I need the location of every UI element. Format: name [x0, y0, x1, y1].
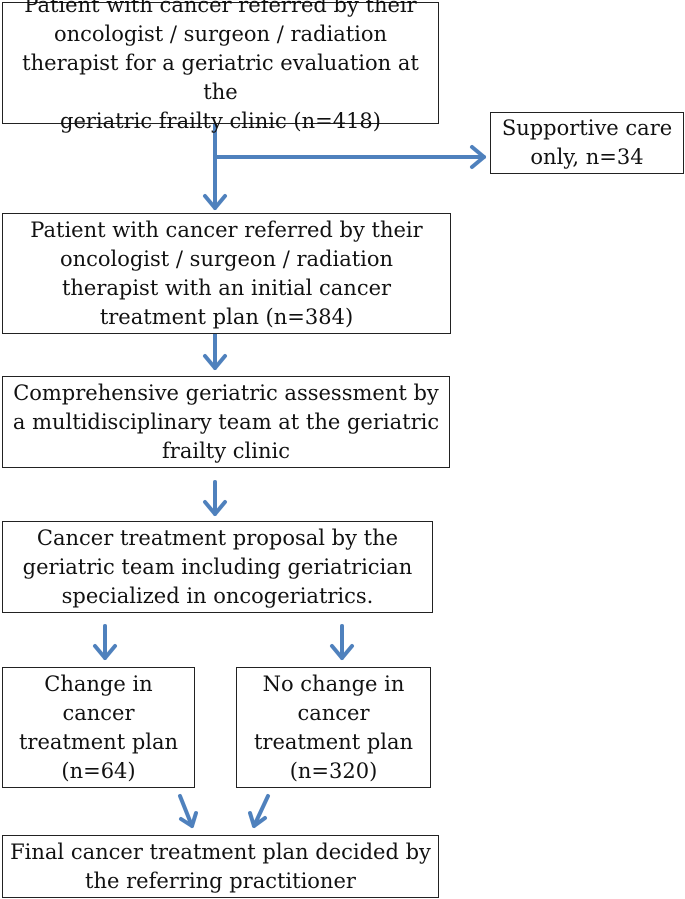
arrowhead-change [93, 644, 117, 660]
arrowhead-final-left [179, 811, 198, 828]
arrowhead-nochange [330, 644, 354, 660]
supportive-care-box: Supportive care only, n=34 [490, 112, 684, 174]
arrowhead-initial [203, 194, 227, 210]
final-plan-box: Final cancer treatment plan decided by t… [2, 835, 439, 898]
referred-text: Patient with cancer referred by their on… [22, 0, 419, 133]
initial-plan-box: Patient with cancer referred by their on… [2, 213, 451, 334]
final-plan-text: Final cancer treatment plan decided by t… [10, 839, 431, 893]
initial-plan-text: Patient with cancer referred by their on… [30, 217, 423, 329]
supportive-care-text: Supportive care only, n=34 [501, 116, 673, 169]
referred-box: Patient with cancer referred by their on… [2, 0, 439, 133]
arrowhead-assessment [203, 354, 227, 370]
proposal-box: Cancer treatment proposal by the geriatr… [2, 521, 433, 613]
arrow-nochange-to-final [252, 794, 270, 828]
change-text: Change in cancer treatment plan (n=64) [18, 671, 179, 783]
assessment-box: Comprehensive geriatric assessment by a … [2, 376, 450, 468]
no-change-box: No change in cancer treatment plan (n=32… [236, 667, 431, 788]
no-change-text: No change in cancer treatment plan (n=32… [253, 671, 414, 783]
assessment-text: Comprehensive geriatric assessment by a … [12, 380, 440, 463]
arrowhead-proposal [203, 500, 227, 516]
arrowhead-supportive [470, 145, 486, 169]
arrowhead-final-right [248, 811, 267, 828]
change-box: Change in cancer treatment plan (n=64) [2, 667, 195, 788]
arrow-change-to-final [178, 794, 194, 828]
proposal-text: Cancer treatment proposal by the geriatr… [22, 525, 413, 608]
